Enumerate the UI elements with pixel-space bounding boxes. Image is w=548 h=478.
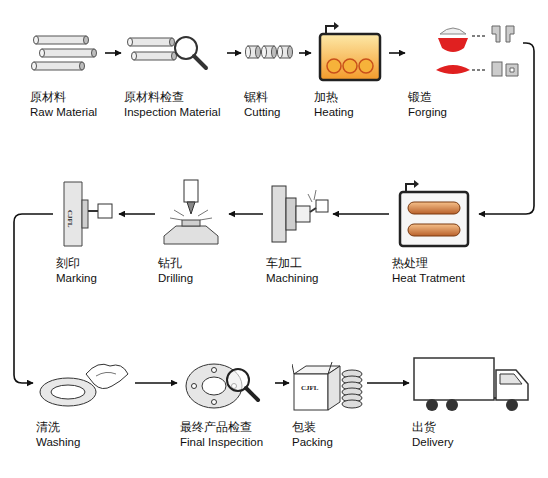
- brand-mark: CJFL: [66, 210, 74, 228]
- flow-arrow: [119, 213, 155, 215]
- step-illustration: [124, 22, 224, 84]
- process-step: 出货Delivery: [412, 352, 532, 449]
- step-label-zh: 车加工: [266, 256, 302, 271]
- step-label-en: Delivery: [412, 435, 454, 449]
- flow-arrow: [479, 43, 534, 214]
- flow-arrow: [275, 382, 289, 384]
- process-step: 锻造Forging: [408, 22, 520, 119]
- step-illustration: [30, 22, 102, 84]
- step-illustration: [36, 352, 132, 414]
- step-icon: [408, 22, 520, 84]
- step-label-zh: 加热: [314, 90, 338, 105]
- process-step: 锯料Cutting: [244, 22, 296, 119]
- step-label-zh: 热处理: [392, 256, 428, 271]
- flow-arrow: [367, 382, 409, 384]
- flow-arrow: [227, 52, 241, 54]
- step-icon: [30, 22, 102, 84]
- flow-arrow: [135, 382, 177, 384]
- step-label-en: Marking: [56, 271, 97, 285]
- process-step: 加热Heating: [314, 22, 386, 119]
- step-icon: [180, 352, 272, 414]
- step-illustration: [292, 352, 364, 414]
- step-label-zh: 锻造: [408, 90, 432, 105]
- process-step: 包装Packing: [292, 352, 364, 449]
- step-illustration: [158, 178, 226, 250]
- step-illustration: [412, 352, 532, 414]
- flow-arrow: [229, 213, 263, 215]
- step-label-en: Final Inspecition: [180, 435, 263, 449]
- step-label-zh: 清洗: [36, 420, 60, 435]
- step-label-en: Washing: [36, 435, 80, 449]
- process-step: 车加工Machining: [266, 178, 330, 285]
- step-illustration: [314, 22, 386, 84]
- step-icon: [266, 178, 330, 250]
- process-step: 清洗Washing: [36, 352, 132, 449]
- process-step: 原材料Raw Material: [30, 22, 102, 119]
- step-illustration: [266, 178, 330, 250]
- step-label-en: Machining: [266, 271, 318, 285]
- step-label-en: Packing: [292, 435, 333, 449]
- process-step: 原材料检查Inspection Material: [124, 22, 224, 119]
- process-step: 刻印Marking: [56, 178, 116, 285]
- step-label-zh: 出货: [412, 420, 436, 435]
- flow-arrow: [105, 52, 121, 54]
- brand-mark: CJFL: [301, 384, 319, 392]
- step-icon: [292, 352, 364, 414]
- flow-arrow: [389, 52, 405, 54]
- flow-arrow: [333, 213, 389, 215]
- step-label-zh: 原材料: [30, 90, 66, 105]
- step-icon: [412, 352, 532, 414]
- step-illustration: [392, 178, 476, 250]
- step-icon: [158, 178, 226, 250]
- step-label-zh: 钻孔: [158, 256, 182, 271]
- step-label-zh: 最终产品检查: [180, 420, 252, 435]
- step-label-en: Heating: [314, 105, 354, 119]
- step-label-en: Raw Material: [30, 105, 97, 119]
- step-illustration: [408, 22, 520, 84]
- flow-arrow: [299, 52, 311, 54]
- step-icon: [392, 178, 476, 250]
- step-label-en: Heat Tratment: [392, 271, 465, 285]
- step-label-zh: 刻印: [56, 256, 80, 271]
- process-step: 钻孔Drilling: [158, 178, 226, 285]
- step-icon: [124, 22, 224, 84]
- step-icon: [56, 178, 116, 250]
- step-icon: [314, 22, 386, 84]
- step-label-en: Forging: [408, 105, 447, 119]
- step-label-en: Drilling: [158, 271, 193, 285]
- step-label-en: Cutting: [244, 105, 280, 119]
- step-illustration: [56, 178, 116, 250]
- step-icon: [244, 22, 296, 84]
- process-step: 热处理Heat Tratment: [392, 178, 476, 285]
- step-label-zh: 原材料检查: [124, 90, 184, 105]
- process-step: 最终产品检查Final Inspecition: [180, 352, 272, 449]
- step-label-en: Inspection Material: [124, 105, 221, 119]
- step-illustration: [180, 352, 272, 414]
- step-label-zh: 包装: [292, 420, 316, 435]
- step-icon: [36, 352, 132, 414]
- step-label-zh: 锯料: [244, 90, 268, 105]
- flow-arrow: [14, 214, 53, 383]
- step-illustration: [244, 22, 296, 84]
